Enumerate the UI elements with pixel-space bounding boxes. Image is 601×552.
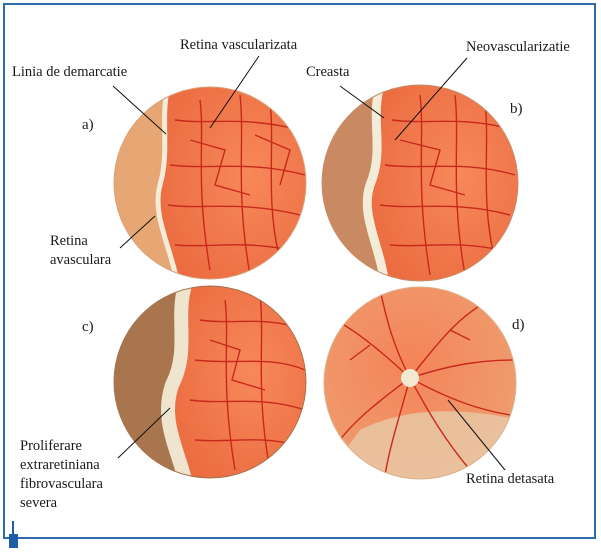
fundus-d [320, 285, 520, 485]
label-vascularized-retina: Retina vascularizata [180, 36, 297, 55]
label-ridge: Creasta [306, 63, 349, 82]
panel-a-letter: a) [82, 116, 94, 135]
panel-c-letter: c) [82, 318, 94, 337]
panel-b-letter: b) [510, 100, 523, 119]
label-demarcation-line: Linia de demarcatie [12, 63, 127, 82]
panel-d-letter: d) [512, 316, 525, 335]
fundus-a [110, 85, 310, 285]
label-avascular-retina: Retina avasculara [50, 232, 111, 270]
label-fibrovascular-proliferation: Proliferare extraretiniana fibrovascular… [20, 437, 103, 513]
label-neovascularization: Neovascularizatie [466, 38, 570, 57]
label-detached-retina: Retina detasata [466, 470, 554, 489]
fundus-c [110, 285, 310, 485]
